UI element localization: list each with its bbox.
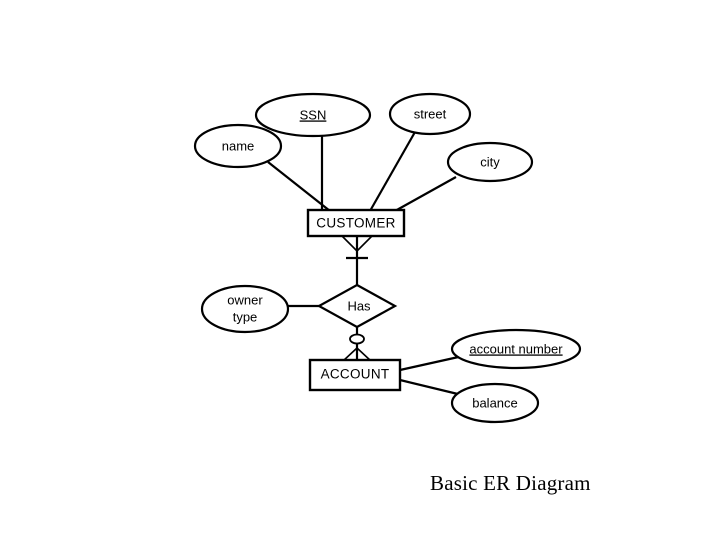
entity-account-box[interactable] <box>308 358 402 392</box>
crowsfoot-customer-end <box>341 235 373 260</box>
entity-account[interactable]: ACCOUNT <box>308 358 402 392</box>
connector-account-balance <box>399 378 463 397</box>
attribute-ssn-ellipse[interactable] <box>254 92 372 138</box>
attribute-owner-type-ellipse[interactable] <box>200 284 290 334</box>
entity-account-label: ACCOUNT <box>321 367 390 382</box>
attribute-ssn[interactable]: SSN <box>254 92 372 138</box>
attribute-account-number[interactable]: account number <box>450 328 582 370</box>
attribute-street-label: street <box>414 106 447 121</box>
cardinality-zero-circle-account <box>349 333 365 345</box>
attribute-balance-label: balance <box>472 395 518 410</box>
connector-account-accountnumber <box>399 354 464 372</box>
attribute-account-number-ellipse[interactable] <box>450 328 582 370</box>
attribute-ssn-label: SSN <box>300 107 327 122</box>
attribute-street[interactable]: street <box>388 92 472 136</box>
attribute-name-label: name <box>222 138 255 153</box>
attribute-city-label: city <box>480 154 500 169</box>
attribute-balance[interactable]: balance <box>450 382 540 424</box>
entity-customer[interactable]: CUSTOMER <box>306 208 406 238</box>
attribute-city-ellipse[interactable] <box>446 141 534 183</box>
relationship-has[interactable]: Has <box>316 283 398 329</box>
attribute-account-number-label: account number <box>469 341 563 356</box>
attribute-city[interactable]: city <box>446 141 534 183</box>
attribute-name[interactable]: name <box>193 123 283 169</box>
attribute-owner-type-label-line2: type <box>233 309 258 324</box>
relationship-has-label: Has <box>347 298 371 313</box>
customer-attribute-connectors <box>267 131 457 212</box>
entity-customer-box[interactable] <box>306 208 406 238</box>
connector-city-customer <box>394 176 457 212</box>
attribute-street-ellipse[interactable] <box>388 92 472 136</box>
attribute-name-ellipse[interactable] <box>193 123 283 169</box>
attribute-owner-type[interactable]: owner type <box>200 284 290 334</box>
entity-customer-label: CUSTOMER <box>316 216 395 231</box>
diagram-title: Basic ER Diagram <box>430 471 591 495</box>
connector-street-customer <box>369 131 416 212</box>
account-attribute-connectors <box>399 354 464 397</box>
attribute-owner-type-label-line1: owner <box>227 292 263 307</box>
connector-name-customer <box>267 161 331 212</box>
relationship-has-diamond[interactable] <box>316 283 398 329</box>
attribute-balance-ellipse[interactable] <box>450 382 540 424</box>
